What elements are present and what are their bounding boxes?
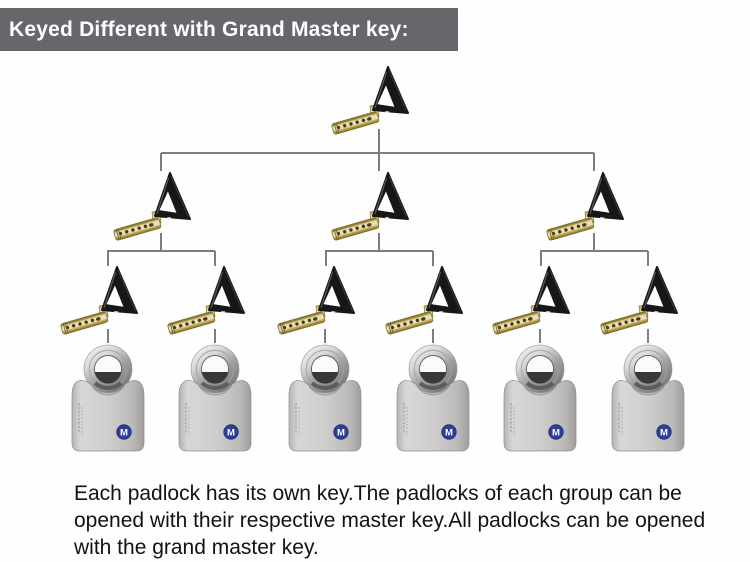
grand-master-key-icon bbox=[330, 66, 409, 136]
caption-text: Each padlock has its own key.The padlock… bbox=[74, 480, 705, 561]
individual-key-5-icon bbox=[491, 266, 570, 336]
padlock-6-icon bbox=[610, 343, 686, 453]
caption-line-1: Each padlock has its own key.The padlock… bbox=[74, 482, 682, 505]
caption-line-2: opened with their respective master key.… bbox=[74, 509, 706, 532]
individual-key-4-icon bbox=[384, 266, 463, 336]
connector-stem-padlock-3 bbox=[324, 329, 326, 343]
connector-drop-key-2 bbox=[214, 251, 216, 266]
padlock-5-icon bbox=[502, 343, 578, 453]
padlock-3-icon bbox=[287, 343, 363, 453]
connector-level1-rail bbox=[161, 152, 594, 154]
master-key-3-icon bbox=[545, 172, 624, 242]
padlock-1-icon bbox=[70, 343, 146, 453]
connector-stem-padlock-4 bbox=[432, 329, 434, 343]
connector-group2-rail bbox=[325, 250, 433, 252]
connector-stem-padlock-5 bbox=[539, 329, 541, 343]
connector-stem-padlock-1 bbox=[107, 329, 109, 343]
connector-group3-stem bbox=[593, 233, 595, 250]
master-key-1-icon bbox=[112, 172, 191, 242]
connector-group1-rail bbox=[107, 250, 215, 252]
master-key-2-icon bbox=[330, 172, 409, 242]
connector-drop-key-1 bbox=[107, 251, 109, 266]
individual-key-6-icon bbox=[599, 266, 678, 336]
individual-key-1-icon bbox=[59, 266, 138, 336]
connector-drop-key-6 bbox=[647, 251, 649, 266]
header-banner: Keyed Different with Grand Master key: bbox=[0, 8, 458, 51]
page-title: Keyed Different with Grand Master key: bbox=[9, 17, 409, 41]
individual-key-2-icon bbox=[166, 266, 245, 336]
connector-grand-stem bbox=[378, 129, 380, 152]
connector-group1-stem bbox=[160, 233, 162, 250]
connector-stem-padlock-6 bbox=[647, 329, 649, 343]
padlock-4-icon bbox=[395, 343, 471, 453]
connector-drop-master-1 bbox=[160, 153, 162, 171]
caption-line-3: with the grand master key. bbox=[74, 536, 319, 559]
connector-stem-padlock-2 bbox=[214, 329, 216, 343]
connector-drop-master-2 bbox=[378, 153, 380, 171]
connector-drop-key-4 bbox=[432, 251, 434, 266]
individual-key-3-icon bbox=[276, 266, 355, 336]
connector-group3-rail bbox=[540, 250, 648, 252]
connector-drop-key-3 bbox=[325, 251, 327, 266]
connector-drop-master-3 bbox=[593, 153, 595, 171]
connector-drop-key-5 bbox=[540, 251, 542, 266]
padlock-2-icon bbox=[177, 343, 253, 453]
connector-group2-stem bbox=[378, 233, 380, 250]
